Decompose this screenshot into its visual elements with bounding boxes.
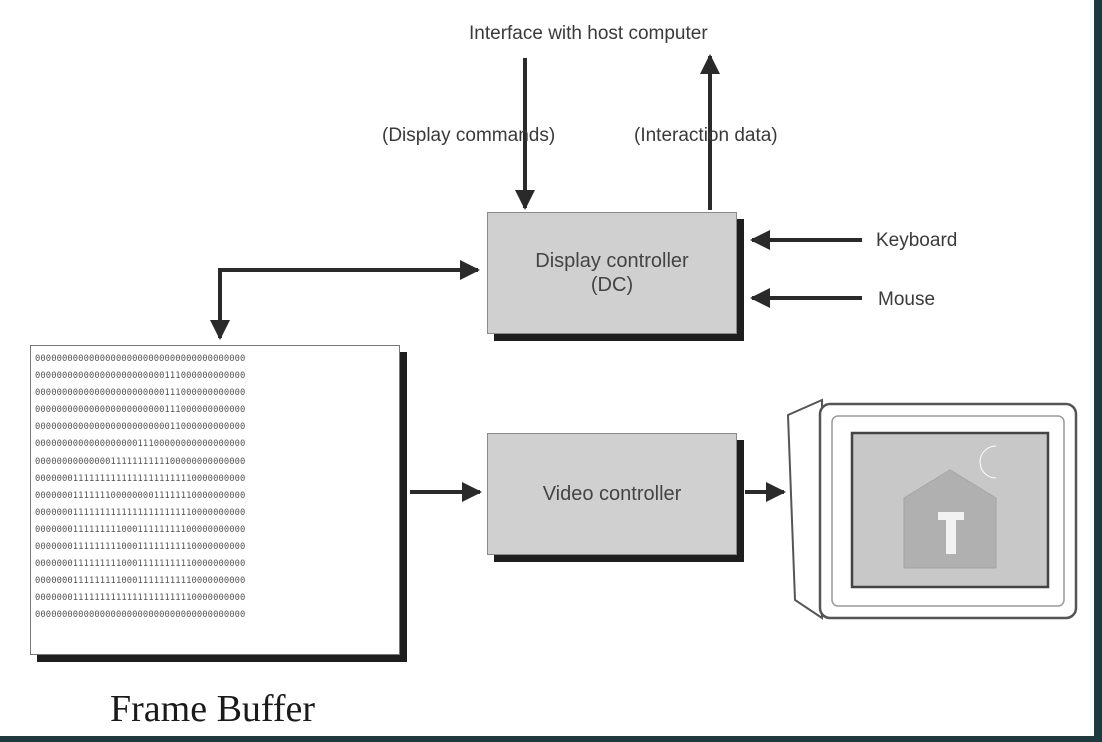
frame-buffer-row: 000000000000000000000000000000000000000 [35, 610, 246, 621]
frame-buffer-grid: 000000000000000000000000000000000000000 0… [30, 345, 400, 655]
frame-buffer-row: 000000000000000000000000111000000000000 [35, 388, 246, 399]
frame-buffer-title: Frame Buffer [110, 688, 316, 730]
frame-buffer-row: 000000011111111111111111111110000000000 [35, 473, 246, 484]
interaction-data-label: (Interaction data) [634, 125, 778, 146]
mouse-label: Mouse [878, 289, 936, 310]
frame-buffer-row: 000000011111111111111111111110000000000 [35, 507, 246, 518]
display-controller-abbr: (DC) [590, 274, 634, 296]
frame-buffer-row: 000000011111110000000011111110000000000 [35, 490, 246, 501]
frame-buffer-row: 000000000000000000000000111000000000000 [35, 405, 246, 416]
display-commands-label: (Display commands) [382, 125, 556, 146]
frame-buffer-row: 000000000000000000000000011000000000000 [35, 422, 246, 433]
frame-buffer-row: 000000011111111100011111111110000000000 [35, 559, 246, 570]
video-controller-label: Video controller [542, 483, 682, 505]
frame-buffer-row: 000000000000000000000000000000000000000 [35, 354, 246, 364]
keyboard-label: Keyboard [876, 230, 958, 251]
frame-buffer-row: 000000011111111100011111111100000000000 [35, 524, 246, 535]
moon-icon [979, 445, 997, 479]
video-controller-box: Video controller [487, 433, 737, 555]
frame-buffer-row: 000000011111111100011111111110000000000 [35, 576, 246, 587]
display-controller-box: Display controller (DC) [487, 212, 737, 334]
frame-buffer-row: 000000000000001111111111100000000000000 [35, 456, 246, 467]
framebuffer-dc-arrow [210, 260, 480, 340]
frame-buffer-row: 000000011111111100011111111110000000000 [35, 542, 246, 553]
frame-buffer-row: 000000011111111111111111111110000000000 [35, 593, 246, 604]
monitor-icon [786, 398, 1078, 620]
frame-buffer-row: 000000000000000000011100000000000000000 [35, 439, 246, 450]
display-controller-label: Display controller [535, 250, 689, 272]
frame-buffer-row: 000000000000000000000000111000000000000 [35, 371, 246, 382]
host-interface-label: Interface with host computer [469, 23, 708, 44]
